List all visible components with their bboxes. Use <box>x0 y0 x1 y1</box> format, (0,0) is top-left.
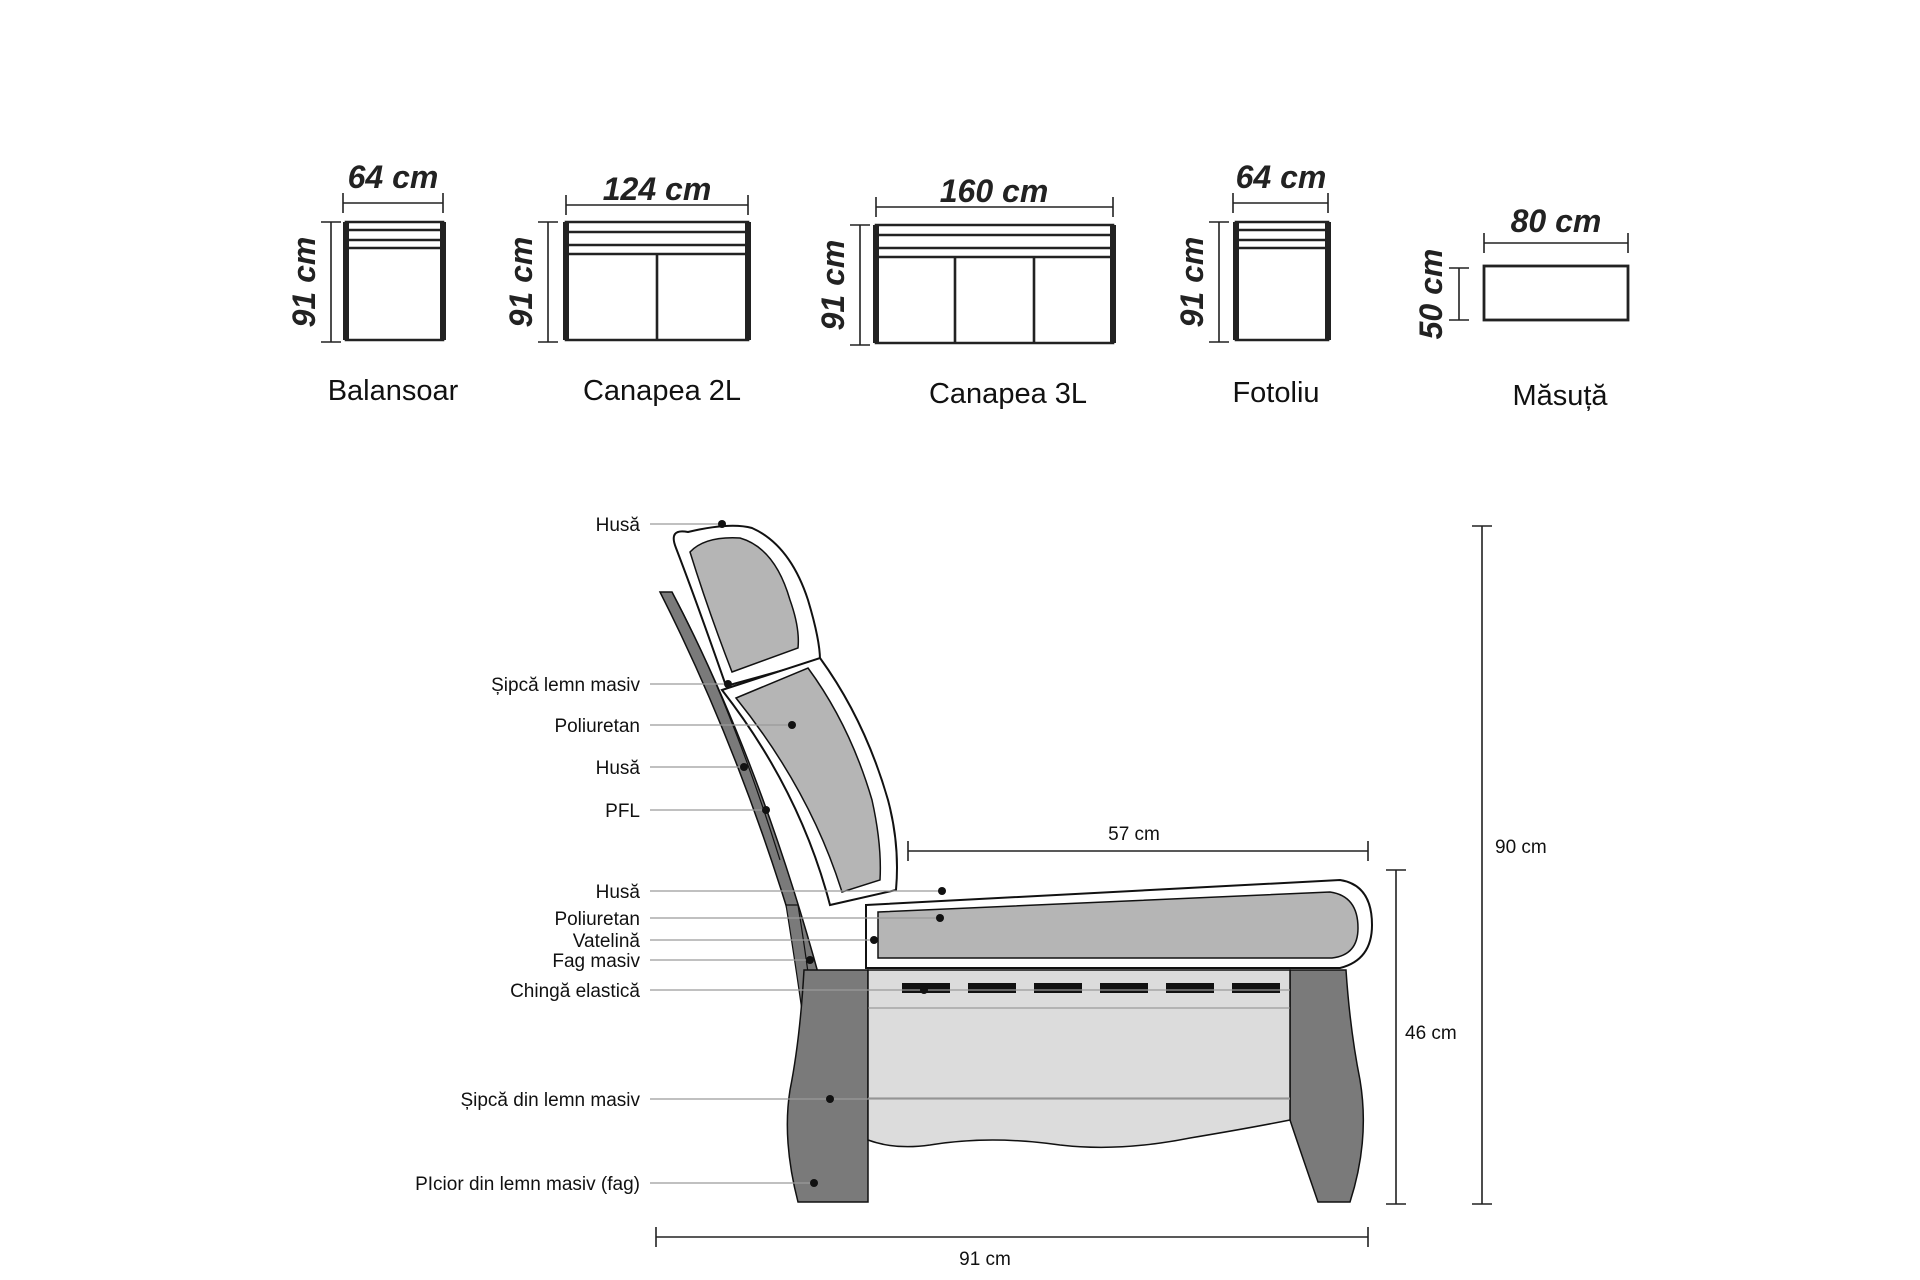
chair-cross-section <box>658 524 1374 1203</box>
label-sipca-lemn-masiv: Șipcă lemn masiv <box>491 675 640 696</box>
label-vatelina: Vatelină <box>573 931 641 952</box>
balansoar-height: 91 cm <box>286 237 322 328</box>
total-height-dim: 90 cm <box>1495 837 1547 858</box>
label-poliuretan-seat: Poliuretan <box>554 909 640 930</box>
canapea-2l-width: 124 cm <box>603 171 712 207</box>
masuta-height: 50 cm <box>1413 249 1449 340</box>
label-sipca-din-lemn-masiv: Șipcă din lemn masiv <box>460 1090 640 1111</box>
label-poliuretan-back: Poliuretan <box>554 716 640 737</box>
canapea-3l-height: 91 cm <box>815 240 851 331</box>
fotoliu-height: 91 cm <box>1174 237 1210 328</box>
masuta-name: Măsuță <box>1512 380 1608 412</box>
section-labels: Husă Șipcă lemn masiv Poliuretan Husă PF… <box>415 515 1290 1195</box>
balansoar-icon: 64 cm 91 cm Balansoar <box>286 159 459 407</box>
canapea-3l-width: 160 cm <box>940 173 1049 209</box>
label-fag-masiv: Fag masiv <box>552 951 640 972</box>
canapea-2l-height: 91 cm <box>503 237 539 328</box>
canapea-3l-icon: 160 cm 91 cm Canapea 3L <box>815 173 1116 410</box>
balansoar-name: Balansoar <box>328 375 459 407</box>
label-husa-seat: Husă <box>596 882 641 903</box>
label-picior-lemn-masiv: PIcior din lemn masiv (fag) <box>415 1174 640 1195</box>
fotoliu-width: 64 cm <box>1236 159 1327 195</box>
seat-height-dim: 46 cm <box>1405 1023 1457 1044</box>
masuta-width: 80 cm <box>1511 203 1602 239</box>
seat-depth-dim: 57 cm <box>1108 824 1160 845</box>
canapea-3l-name: Canapea 3L <box>929 378 1087 410</box>
balansoar-width: 64 cm <box>348 159 439 195</box>
label-husa-top: Husă <box>596 515 641 536</box>
label-chinga-elastica: Chingă elastică <box>510 981 640 1002</box>
masuta-icon: 80 cm 50 cm Măsuță <box>1413 203 1630 412</box>
section-dimensions: 57 cm 90 cm 46 cm 91 cm <box>655 525 1547 1270</box>
total-depth-dim: 91 cm <box>959 1249 1011 1270</box>
fotoliu-icon: 64 cm 91 cm Fotoliu <box>1174 159 1331 409</box>
fotoliu-name: Fotoliu <box>1232 377 1319 409</box>
canapea-2l-name: Canapea 2L <box>583 375 741 407</box>
canapea-2l-icon: 124 cm 91 cm Canapea 2L <box>503 171 751 407</box>
label-husa-back: Husă <box>596 758 641 779</box>
label-pfl: PFL <box>605 801 640 822</box>
